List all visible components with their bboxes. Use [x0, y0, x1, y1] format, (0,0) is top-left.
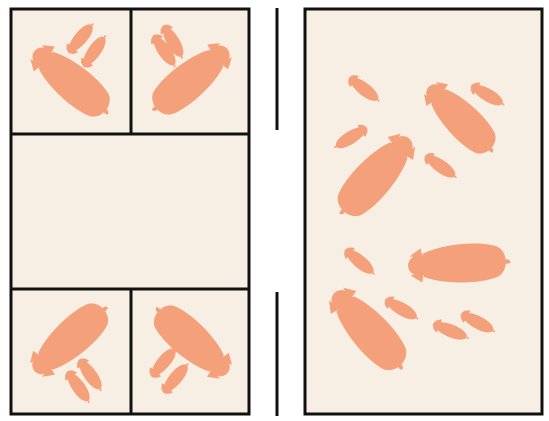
pen-layout-diagram	[0, 0, 549, 421]
